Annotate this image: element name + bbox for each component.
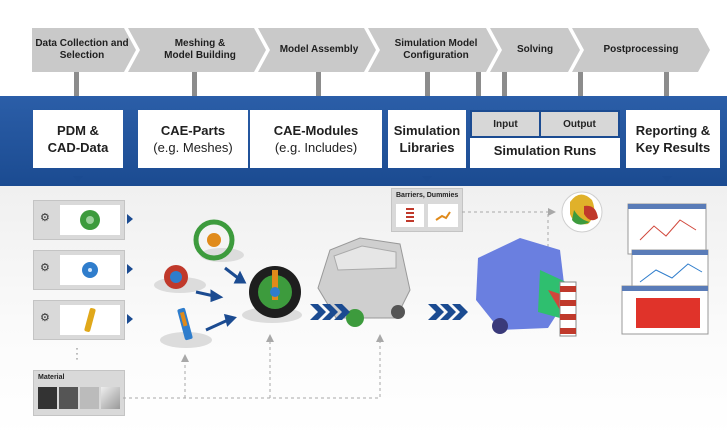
brake-disc-part (164, 265, 188, 289)
pdm-down-marker (73, 176, 83, 187)
step-5-chevron (490, 28, 580, 72)
library-down-marker (422, 176, 432, 187)
cad-part-disc: ⚙ (33, 250, 125, 290)
dummy-head-result (561, 191, 603, 233)
more-parts-ellipsis: ··· (75, 341, 79, 365)
dummy-thumb (428, 204, 458, 227)
step-6-label: Postprocessing (603, 44, 679, 55)
step-3-chevron (258, 28, 376, 72)
step-4-chevron (368, 28, 498, 72)
thumb-1-arrow (127, 214, 133, 224)
cad-part-damper: ⚙ (33, 300, 125, 340)
cae-parts-box: CAE-Parts (e.g. Meshes) (138, 110, 248, 168)
material-swatch-2 (59, 387, 78, 409)
report-windows (621, 203, 709, 335)
cae-modules-box: CAE-Modules (e.g. Includes) (250, 110, 382, 168)
step-3-label: Model Assembly (279, 44, 359, 55)
cad-part-wheel: ⚙ (33, 200, 125, 240)
cad-part-icon: ⚙ (40, 312, 50, 324)
step-6-chevron (572, 28, 710, 72)
step-2-label: Meshing &Model Building (164, 38, 236, 61)
thumb-2-arrow (127, 264, 133, 274)
wheel-rim-part (193, 219, 235, 261)
process-chevron-strip (32, 28, 710, 96)
step-5-label: Solving (516, 44, 554, 55)
reporting-key-results-box: Reporting & Key Results (626, 110, 720, 168)
simulation-runs-label: Simulation Runs (493, 143, 597, 158)
thumb-3-arrow (127, 314, 133, 324)
pdm-cad-data-box: PDM & CAD-Data (33, 110, 123, 168)
simulation-libraries-box: Simulation Libraries (388, 110, 466, 168)
simulation-runs-box: Input Output Simulation Runs (470, 110, 620, 168)
barrier-post (559, 281, 577, 337)
cad-part-icon: ⚙ (40, 212, 50, 224)
step-1-chevron (32, 28, 136, 72)
material-library-box: Material (33, 370, 125, 416)
material-swatch-3 (80, 387, 99, 409)
output-label: Output (541, 112, 618, 136)
material-swatch-4 (101, 387, 120, 409)
input-label: Input (472, 112, 539, 136)
barrier-thumb (396, 204, 424, 227)
wheel-assembly (249, 266, 301, 318)
barriers-dummies-box: Barriers, Dummies (391, 188, 463, 232)
reporting-down-marker (662, 176, 672, 187)
material-swatch-1 (38, 387, 57, 409)
strut-part (177, 307, 193, 341)
step-2-chevron (128, 28, 266, 72)
material-label: Material (38, 374, 65, 381)
crash-simulation-result (476, 238, 566, 334)
chevron-triple-right-icon (310, 304, 468, 320)
cad-part-icon: ⚙ (40, 262, 50, 274)
car-model (317, 237, 411, 327)
barriers-dummies-label: Barriers, Dummies (396, 192, 459, 199)
